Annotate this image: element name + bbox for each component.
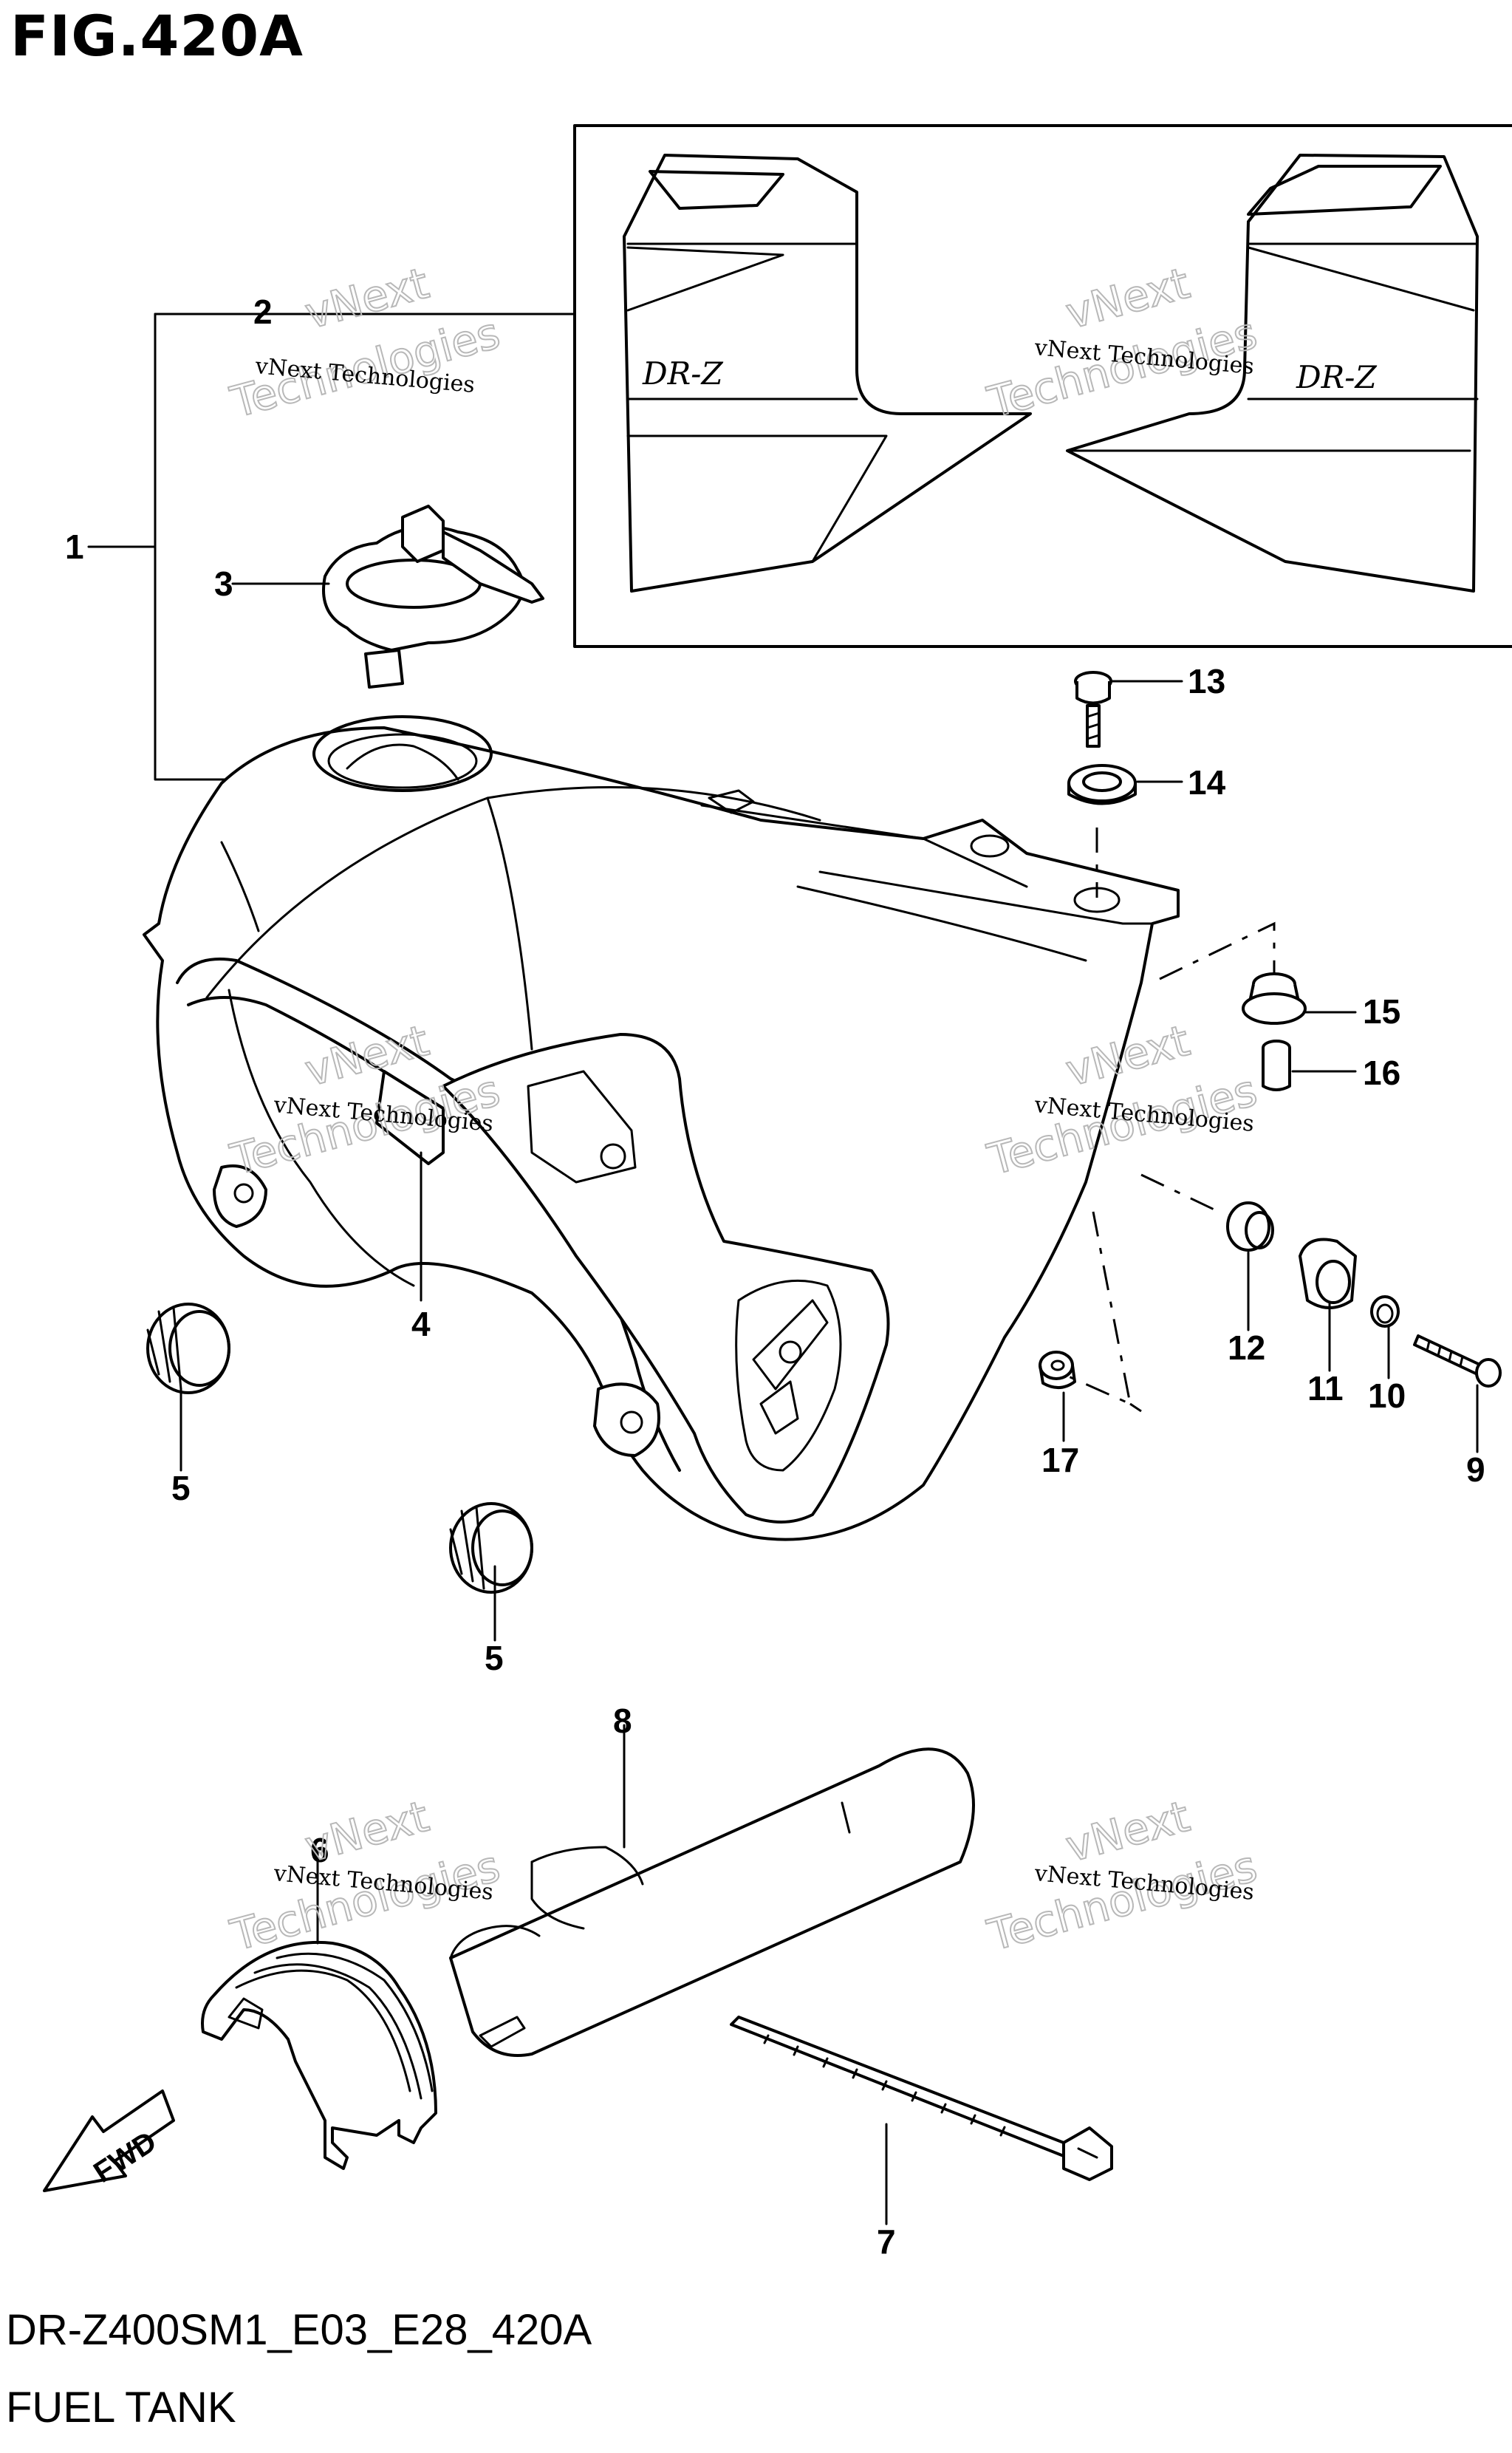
watermark-text: vNext	[300, 258, 434, 339]
callout-11: 11	[1307, 1369, 1344, 1408]
figure-code: DR-Z400SM1_E03_E28_420A	[6, 2306, 592, 2354]
cushion-left	[146, 1303, 230, 1394]
protector-8	[449, 1747, 975, 2057]
callout-5-left: 5	[171, 1469, 191, 1507]
callout-4: 4	[411, 1305, 431, 1343]
figure-name: FUEL TANK	[6, 2384, 236, 2432]
callout-3: 3	[214, 564, 233, 603]
decal-inset: DR-Z DR-Z	[573, 124, 1512, 648]
callout-14: 14	[1188, 763, 1226, 802]
callout-2: 2	[253, 293, 273, 331]
callout-10: 10	[1368, 1376, 1406, 1415]
callout-12: 12	[1228, 1328, 1265, 1367]
callout-6: 6	[310, 1831, 329, 1869]
bolt-13	[1074, 671, 1112, 748]
protector-6	[201, 1940, 437, 2170]
cushion-15	[1242, 972, 1307, 1025]
cushion-middle	[449, 1502, 533, 1594]
callout-5-middle: 5	[485, 1639, 504, 1677]
callout-8: 8	[613, 1702, 632, 1740]
watermark-2: vNext Technologies vNext Technologies	[982, 257, 1262, 429]
decal-text-right: DR-Z	[1296, 359, 1377, 395]
assembly-lines	[1063, 828, 1276, 1413]
callout-7: 7	[877, 2222, 896, 2261]
cushion-12	[1226, 1201, 1274, 1252]
assembly-bracket	[87, 313, 576, 781]
callout-13: 13	[1188, 662, 1225, 700]
fuel-tank	[143, 715, 1180, 1541]
nut-17	[1039, 1351, 1076, 1389]
grommet-14	[1067, 764, 1137, 805]
callout-15: 15	[1363, 992, 1400, 1031]
callout-17: 17	[1041, 1441, 1079, 1479]
callout-1: 1	[65, 528, 84, 566]
callout-16: 16	[1363, 1054, 1400, 1092]
leader-lines	[179, 582, 1479, 2225]
watermark-text: vNext	[1061, 258, 1194, 339]
watermark-1: vNext Technologies vNext Technologies	[225, 257, 505, 429]
callouts: 1 2 3 4 5 5 6 7 8 9 10 11 12 13 14 15 16…	[65, 293, 1485, 2261]
watermark-6: vNext Technologies vNext Technologies	[982, 1790, 1262, 1962]
collar-16	[1262, 1040, 1291, 1091]
watermark-text: vNext	[300, 1791, 434, 1872]
cable-tie-7	[730, 2016, 1113, 2181]
callout-9: 9	[1466, 1450, 1485, 1489]
watermark-text: vNext	[1061, 1791, 1194, 1872]
washer-10	[1370, 1295, 1400, 1328]
fuel-cap	[322, 505, 544, 689]
bolt-9	[1413, 1334, 1502, 1388]
decal-text-left: DR-Z	[642, 355, 723, 392]
figure-title: FIG.420A	[10, 3, 304, 69]
forward-arrow-icon: FWD	[43, 2089, 175, 2192]
cushion-11	[1299, 1238, 1357, 1309]
watermark-5: vNext Technologies vNext Technologies	[225, 1790, 505, 1962]
tank-tape	[375, 1070, 445, 1165]
